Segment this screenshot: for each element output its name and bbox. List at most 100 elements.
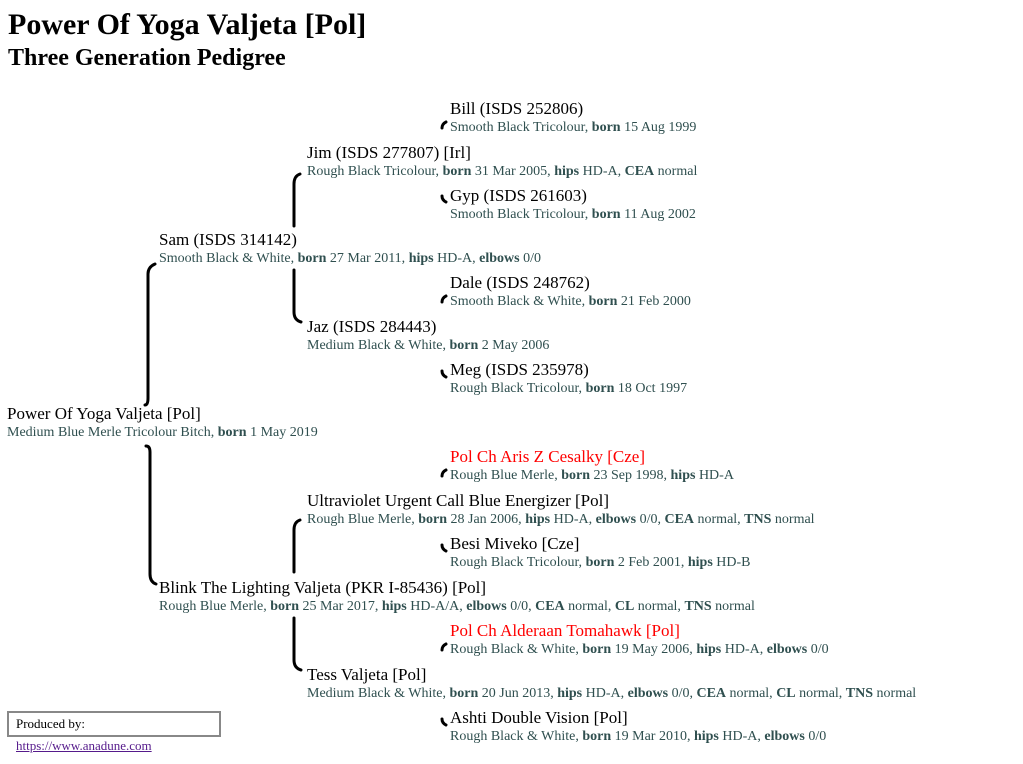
detail-value: normal, (726, 686, 777, 701)
detail-label: elbows (627, 686, 669, 701)
detail-value: normal (711, 599, 755, 614)
detail-label: born (449, 686, 479, 701)
detail-label: born (217, 425, 247, 440)
dog-name: Power Of Yoga Valjeta [Pol] (7, 404, 201, 423)
detail-value: 15 Aug 1999 (620, 120, 697, 135)
dog-name: Meg (ISDS 235978) (450, 360, 589, 379)
dog-name: Pol Ch Aris Z Cesalky [Cze] (450, 447, 646, 466)
dog-sire-sire: Jim (ISDS 277807) [Irl]Rough Black Trico… (307, 143, 697, 181)
detail-value: HD-A (695, 468, 734, 483)
connector-sire-sire-dam-small (440, 194, 448, 204)
detail-value: normal, (564, 599, 615, 614)
dog-details: Rough Blue Merle, born 25 Mar 2017, hips… (159, 598, 755, 616)
connector-sire-sire-dam (292, 268, 303, 324)
detail-value: normal (771, 512, 815, 527)
detail-label: born (449, 338, 479, 353)
dog-details: Smooth Black & White, born 21 Feb 2000 (450, 293, 691, 311)
detail-value: HD-A, (433, 251, 480, 266)
detail-value: 2 Feb 2001, (614, 555, 688, 570)
dog-details: Rough Black & White, born 19 May 2006, h… (450, 641, 829, 659)
detail-value: Rough Black Tricolour, (307, 164, 443, 179)
detail-label: hips (687, 555, 713, 570)
detail-label: born (418, 512, 448, 527)
connector-sire-sire-sire-small (440, 120, 448, 130)
connector-dam-dam-sire-small (440, 642, 448, 652)
detail-label: hips (670, 468, 696, 483)
detail-value: 19 May 2006, (611, 642, 697, 657)
dog-name: Ultraviolet Urgent Call Blue Energizer [… (307, 491, 609, 510)
detail-value: Medium Black & White, (307, 686, 450, 701)
detail-label: born (585, 381, 615, 396)
detail-value: 21 Feb 2000 (617, 294, 691, 309)
detail-label: elbows (479, 251, 520, 266)
produced-by-label: Produced by: (16, 716, 85, 731)
dog-subject: Power Of Yoga Valjeta [Pol] Medium Blue M… (7, 404, 318, 442)
produced-by-link[interactable]: https://www.anadune.com (16, 738, 152, 753)
dog-details: Smooth Black Tricolour, born 11 Aug 2002 (450, 206, 696, 224)
detail-label: hips (693, 729, 719, 744)
dog-details: Rough Blue Merle, born 28 Jan 2006, hips… (307, 511, 815, 529)
detail-value: Rough Black Tricolour, (450, 555, 586, 570)
dog-details: Rough Black Tricolour, born 31 Mar 2005,… (307, 163, 697, 181)
detail-label: born (591, 207, 621, 222)
detail-value: Rough Blue Merle, (159, 599, 271, 614)
detail-value: HD-A, (718, 729, 765, 744)
dog-dam-dam-dam: Ashti Double Vision [Pol]Rough Black & W… (450, 708, 826, 746)
detail-value: 0/0 (804, 729, 827, 744)
detail-label: elbows (466, 599, 507, 614)
dog-name: Tess Valjeta [Pol] (307, 665, 427, 684)
detail-label: born (582, 729, 612, 744)
detail-value: 28 Jan 2006, (447, 512, 526, 527)
detail-label: TNS (684, 599, 712, 614)
detail-value: 27 Mar 2011, (326, 251, 409, 266)
detail-value: Smooth Black Tricolour, (450, 207, 592, 222)
detail-value: Medium Black & White, (307, 338, 450, 353)
dog-dam: Blink The Lighting Valjeta (PKR I-85436)… (159, 578, 755, 616)
detail-value: normal, (795, 686, 846, 701)
detail-value: Smooth Black & White, (159, 251, 298, 266)
dog-dam-sire-sire: Pol Ch Aris Z Cesalky [Cze]Rough Blue Me… (450, 447, 734, 485)
detail-value: Rough Blue Merle, (307, 512, 419, 527)
dog-details: Rough Black Tricolour, born 2 Feb 2001, … (450, 554, 751, 572)
detail-label: born (297, 251, 327, 266)
detail-value: 0/0, (636, 512, 665, 527)
dog-details: Medium Black & White, born 20 Jun 2013, … (307, 685, 916, 703)
connector-dam-sire-dam-small (440, 543, 448, 553)
detail-value: 0/0 (807, 642, 829, 657)
dog-details: Smooth Black Tricolour, born 15 Aug 1999 (450, 119, 696, 137)
dog-name: Gyp (ISDS 261603) (450, 186, 587, 205)
detail-value: Rough Black Tricolour, (450, 381, 586, 396)
dog-details: Rough Blue Merle, born 23 Sep 1998, hips… (450, 467, 734, 485)
detail-label: TNS (845, 686, 874, 701)
detail-label: born (561, 468, 591, 483)
detail-value: HD-A, (721, 642, 767, 657)
detail-label: born (588, 294, 618, 309)
detail-value: HD-A, (550, 512, 596, 527)
detail-value: HD-A/A, (406, 599, 467, 614)
detail-value: HD-B (712, 555, 751, 570)
dog-dam-sire-dam: Besi Miveko [Cze]Rough Black Tricolour, … (450, 534, 751, 572)
detail-label: born (270, 599, 300, 614)
detail-value: normal (873, 686, 917, 701)
detail-value: Rough Black & White, (450, 729, 583, 744)
dog-name: Dale (ISDS 248762) (450, 273, 590, 292)
produced-by-box: Produced by: https://www.anadune.com (7, 711, 221, 753)
detail-label: born (582, 642, 612, 657)
detail-label: CL (776, 686, 796, 701)
detail-value: Rough Black & White, (450, 642, 583, 657)
detail-value: Medium Blue Merle Tricolour Bitch, (7, 425, 218, 440)
detail-value: 0/0, (668, 686, 697, 701)
dog-name: Blink The Lighting Valjeta (PKR I-85436)… (159, 578, 487, 597)
detail-label: born (591, 120, 621, 135)
connector-sire-dam-sire-small (440, 294, 448, 304)
dog-dam-dam-sire: Pol Ch Alderaan Tomahawk [Pol]Rough Blac… (450, 621, 829, 659)
detail-value: normal (654, 164, 698, 179)
dog-details: Rough Black & White, born 19 Mar 2010, h… (450, 728, 826, 746)
detail-label: elbows (764, 729, 805, 744)
detail-value: 20 Jun 2013, (478, 686, 558, 701)
dog-details: Medium Black & White, born 2 May 2006 (307, 337, 549, 355)
connector-dam-sire-sire-small (440, 468, 448, 478)
detail-label: born (442, 164, 472, 179)
detail-value: HD-A, (582, 686, 628, 701)
dog-sire-dam: Jaz (ISDS 284443)Medium Black & White, b… (307, 317, 549, 355)
